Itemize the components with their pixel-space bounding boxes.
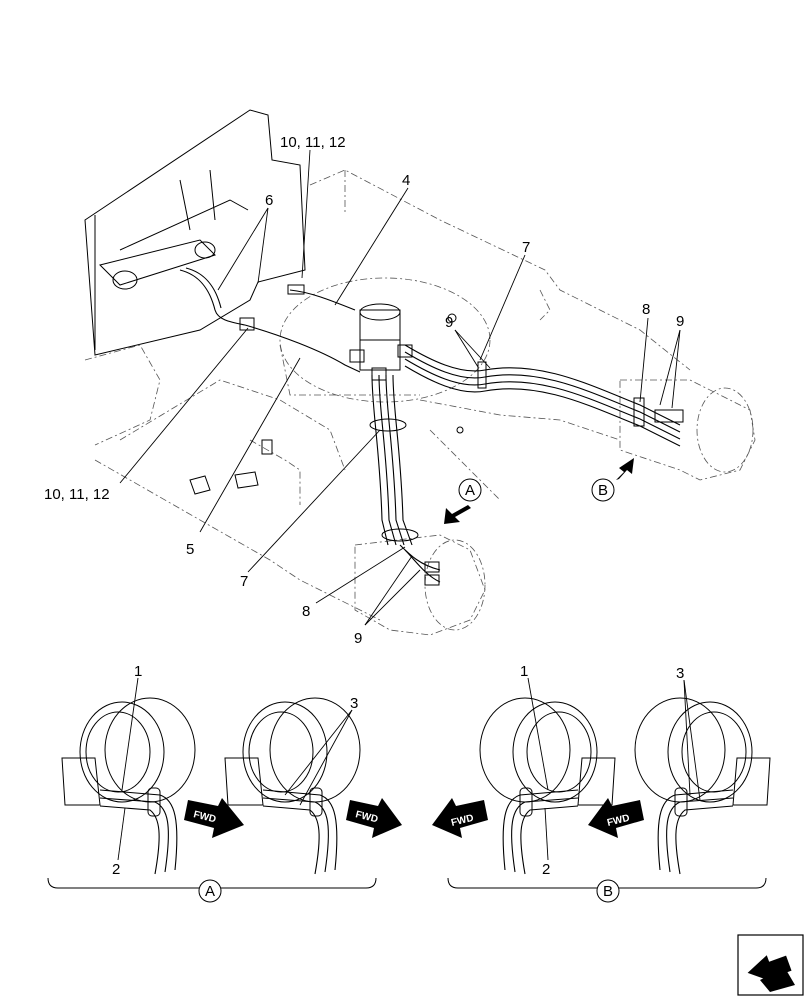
swivel-joint xyxy=(349,303,413,381)
callout-5: 5 xyxy=(186,541,194,558)
svg-text:FWD: FWD xyxy=(192,809,217,825)
hose-bundle-right xyxy=(404,344,684,447)
undercarriage-outline xyxy=(84,109,756,636)
callout-8-bottom: 8 xyxy=(302,603,310,620)
detail-b-fwd-arrow-left: FWD xyxy=(432,798,488,838)
callout-10-11-12-left: 10, 11, 12 xyxy=(44,486,110,503)
hose-line-left xyxy=(179,267,361,373)
view-arrow-a-icon xyxy=(444,505,471,524)
svg-text:FWD: FWD xyxy=(606,813,631,829)
callout-8-right: 8 xyxy=(642,301,650,318)
detail-a-fwd-arrow-right: FWD xyxy=(346,798,402,838)
callout-7-bottom: 7 xyxy=(240,573,248,590)
view-marker-b: B xyxy=(591,478,615,502)
callout-7-top: 7 xyxy=(522,239,530,256)
callout-leaders xyxy=(119,149,681,626)
hose-bundle-down xyxy=(369,374,441,586)
detail-a-motor-right xyxy=(224,697,361,875)
svg-text:B: B xyxy=(603,883,613,900)
svg-text:A: A xyxy=(205,883,215,900)
detail-a-motor-left xyxy=(61,697,196,875)
callout-9-mid: 9 xyxy=(445,314,453,331)
callout-6: 6 xyxy=(265,192,273,209)
view-arrow-b-icon xyxy=(616,458,634,480)
detail-b-motor-right xyxy=(634,697,771,875)
detail-b-fwd-arrow-right: FWD xyxy=(588,798,644,838)
callout-9-right: 9 xyxy=(676,313,684,330)
detail-a-label: A xyxy=(198,879,222,903)
svg-text:FWD: FWD xyxy=(450,813,475,829)
detail-b-label: B xyxy=(596,879,620,903)
view-marker-a: A xyxy=(458,478,482,502)
detail-b-callout-1: 1 xyxy=(520,663,528,680)
callout-10-11-12-top: 10, 11, 12 xyxy=(280,134,346,151)
detail-a: FWD FWD xyxy=(47,677,402,897)
svg-text:FWD: FWD xyxy=(354,809,379,825)
detail-a-callout-2: 2 xyxy=(112,861,120,878)
detail-b-callout-2: 2 xyxy=(542,861,550,878)
svg-text:A: A xyxy=(465,482,475,499)
detail-a-callout-1: 1 xyxy=(134,663,142,680)
detail-a-callout-3: 3 xyxy=(350,695,358,712)
callout-4: 4 xyxy=(402,172,410,189)
detail-a-fwd-arrow-left: FWD xyxy=(184,798,244,838)
callout-9-bottom: 9 xyxy=(354,630,362,647)
detail-b-motor-left xyxy=(479,697,616,875)
detail-b-callout-3: 3 xyxy=(676,665,684,682)
svg-text:B: B xyxy=(598,482,608,499)
next-page-arrow-icon[interactable] xyxy=(737,934,804,996)
detail-b: FWD FWD xyxy=(432,677,771,897)
